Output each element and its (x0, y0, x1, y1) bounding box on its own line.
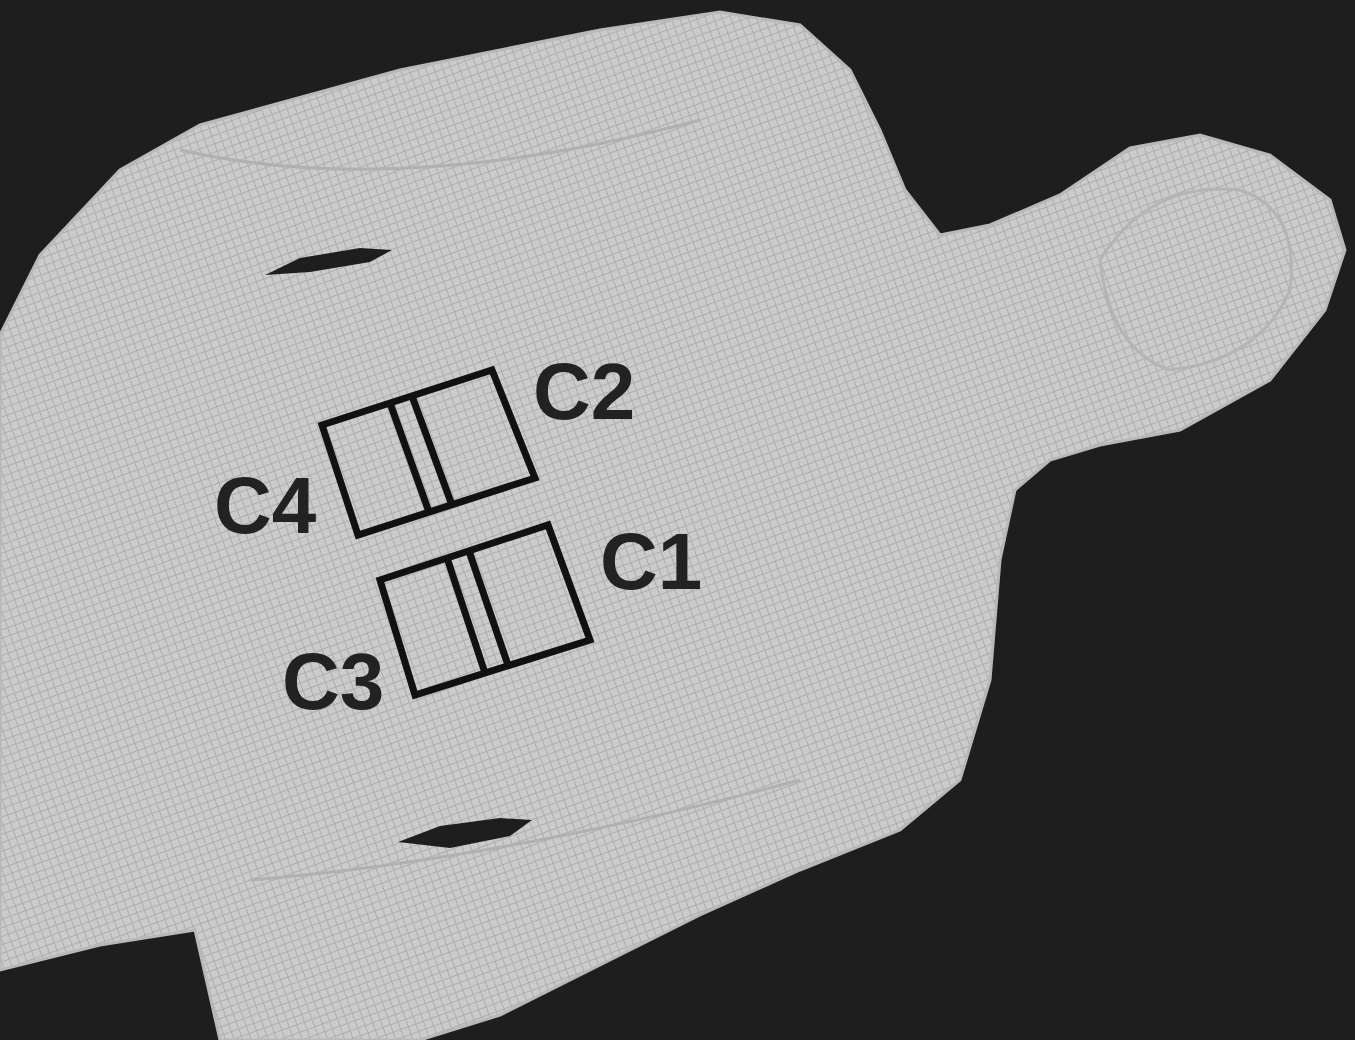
region-label: C3 (282, 642, 384, 722)
upper-arm-gap (265, 248, 392, 275)
body-outline (0, 12, 1345, 1040)
region-label: C4 (214, 466, 316, 546)
arm-shading (180, 120, 800, 880)
region-label: C2 (533, 352, 635, 432)
lower-arm-gap (398, 818, 532, 848)
head-face (1100, 189, 1291, 370)
region-label: C1 (600, 522, 702, 602)
